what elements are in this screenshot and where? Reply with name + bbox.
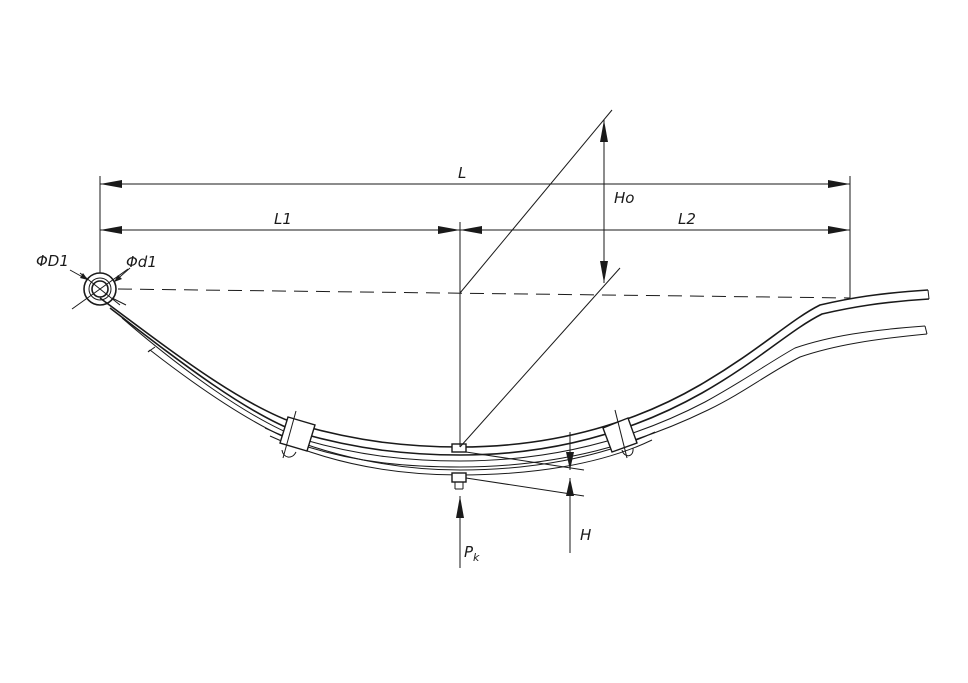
second-leaf-bottom bbox=[149, 333, 928, 468]
dimension-L2: L2 bbox=[460, 210, 850, 234]
main-leaf-bottom bbox=[109, 298, 930, 456]
second-leaf-top bbox=[121, 317, 926, 462]
label-L2: L2 bbox=[678, 210, 696, 228]
label-L: L bbox=[458, 164, 466, 182]
eye-mid-circle bbox=[88, 277, 112, 301]
label-Ho: Ho bbox=[614, 189, 634, 207]
eye-dia-arrow-left bbox=[80, 273, 88, 280]
rebound-clip-left bbox=[279, 410, 316, 459]
third-leaf-top bbox=[264, 427, 656, 471]
center-bolt bbox=[451, 443, 467, 490]
main-leaf-top bbox=[99, 289, 929, 448]
eye-center-dashed-line bbox=[117, 288, 851, 299]
rear-leaf-end bbox=[924, 289, 930, 335]
eye-dia-arrow-right bbox=[114, 275, 122, 282]
second-leaf-tip bbox=[147, 346, 156, 353]
label-Pk: Pk bbox=[464, 543, 480, 564]
label-D1: ΦD1 bbox=[36, 252, 69, 270]
label-L1: L1 bbox=[274, 210, 292, 228]
load-arrow-Pk: Pk bbox=[456, 496, 480, 568]
label-d1: Φd1 bbox=[126, 253, 157, 271]
spring-leaves bbox=[99, 289, 930, 476]
rebound-clip-right bbox=[602, 409, 638, 459]
spring-eye bbox=[69, 267, 131, 310]
eye-dia-arrow-low bbox=[111, 297, 127, 306]
dimension-L1: L1 bbox=[100, 210, 460, 234]
dimension-Ho: Ho bbox=[459, 109, 634, 448]
dimension-L: L bbox=[100, 164, 850, 188]
label-H: H bbox=[580, 526, 591, 544]
eye-inner-circle bbox=[91, 280, 109, 298]
dimension-H: H bbox=[465, 432, 591, 553]
